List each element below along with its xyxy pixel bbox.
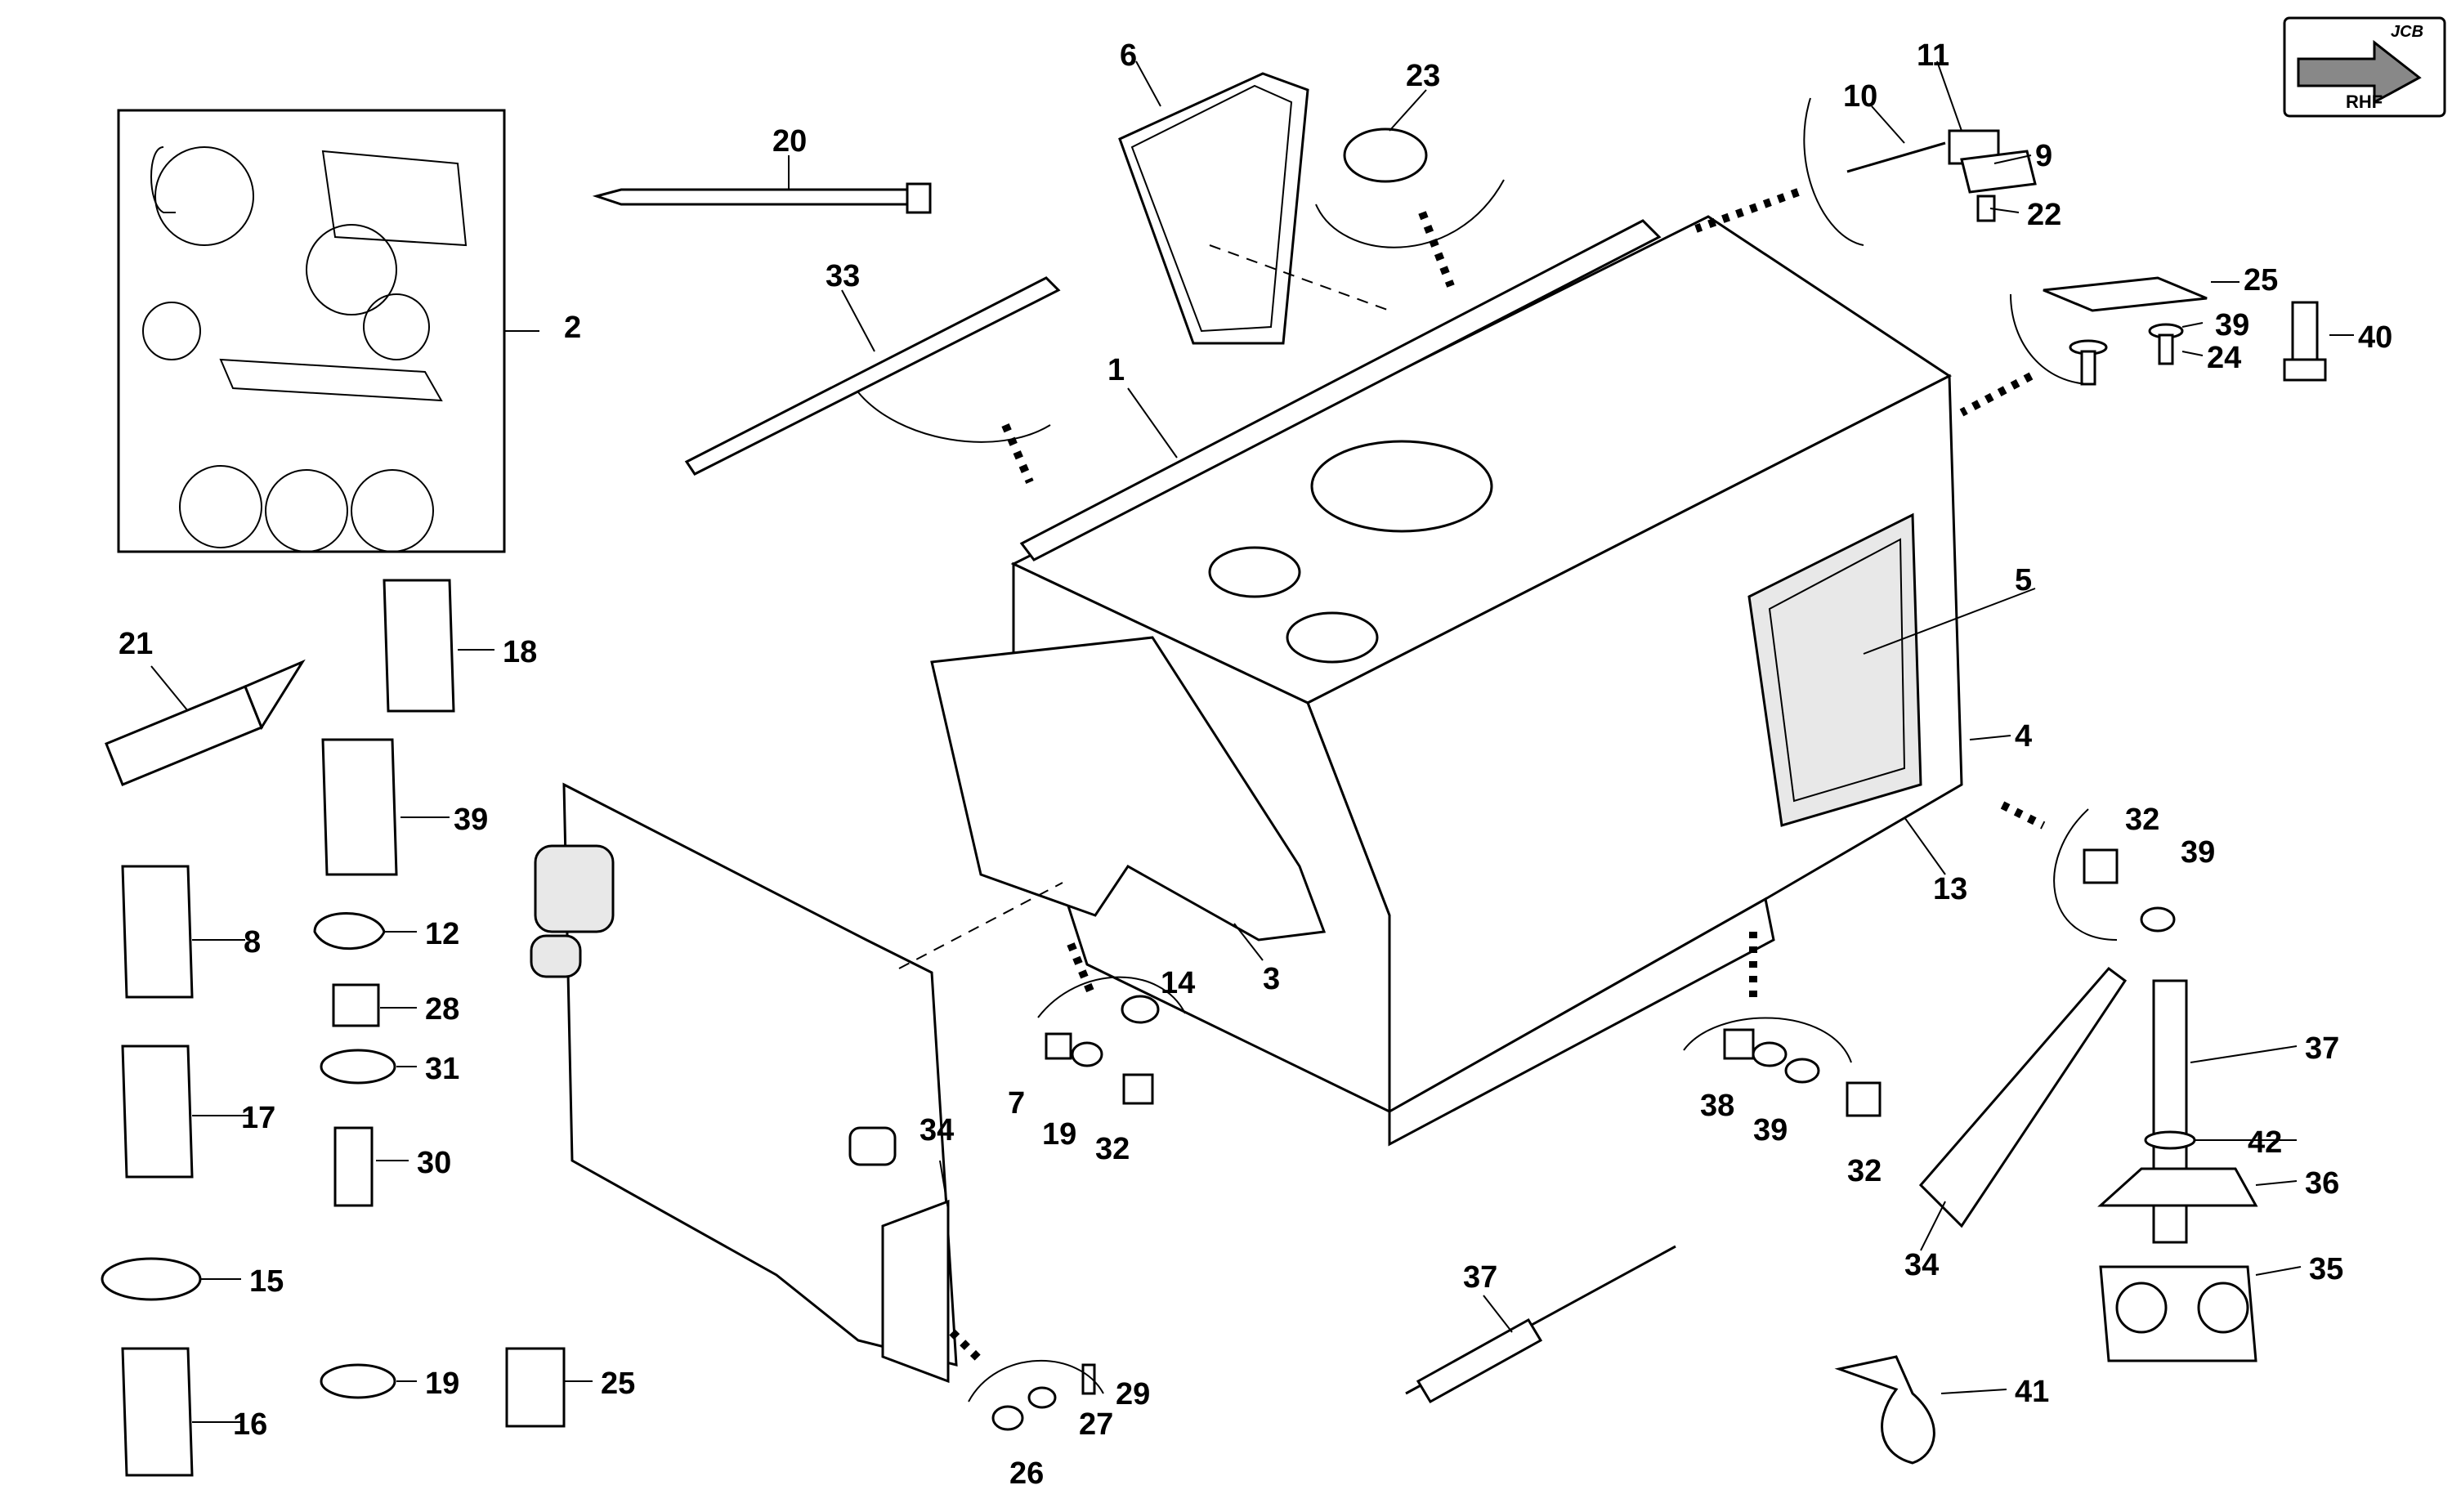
callout-30: 30: [417, 1146, 451, 1180]
clamp-assembly: [2097, 979, 2258, 1362]
callout-35: 35: [2309, 1252, 2343, 1286]
callout-40: 40: [2358, 320, 2392, 355]
callout-28: 28: [425, 992, 459, 1027]
callout-25a: 25: [2244, 263, 2278, 297]
direction-arrow-icon: [2297, 39, 2422, 105]
orientation-label: RHF: [2346, 92, 2383, 112]
callout-25b: 25: [601, 1367, 635, 1401]
callout-41: 41: [2015, 1375, 2049, 1409]
callout-32a: 32: [1095, 1132, 1130, 1166]
kit-inset-box: [117, 109, 539, 553]
callout-34b: 34: [1904, 1248, 1939, 1282]
callout-10: 10: [1843, 79, 1877, 114]
callout-32b: 32: [2125, 803, 2159, 837]
rubber-profiles: [121, 579, 455, 1477]
plug: [1343, 127, 1428, 183]
callout-39a: 39: [2215, 308, 2249, 342]
callout-34a: 34: [920, 1113, 954, 1147]
callout-37a: 37: [2305, 1031, 2339, 1066]
callout-1: 1: [1107, 353, 1125, 387]
callout-13: 13: [1933, 872, 1967, 906]
brand-logo: JCB: [2391, 23, 2423, 41]
callout-31: 31: [425, 1052, 459, 1086]
callout-17: 17: [241, 1101, 275, 1135]
callout-33: 33: [826, 259, 860, 293]
callout-4: 4: [2015, 719, 2032, 754]
assembly-arcs: [857, 97, 2118, 1402]
callout-19a: 19: [1042, 1117, 1076, 1152]
cab-body: [930, 215, 1963, 1147]
latch-plate-fasteners: [2043, 276, 2327, 386]
sealant-tube: [105, 659, 306, 786]
callout-7: 7: [1008, 1086, 1025, 1121]
callout-6: 6: [1120, 38, 1137, 73]
callout-27: 27: [1079, 1407, 1113, 1442]
rear-guard-panel: [530, 782, 958, 1384]
seal-strip: [684, 276, 1061, 476]
p-clip: [1834, 1355, 1935, 1465]
support-bracket: [1918, 966, 2128, 1228]
callout-20: 20: [772, 124, 807, 159]
callout-29: 29: [1116, 1377, 1150, 1411]
callout-26: 26: [1009, 1456, 1044, 1491]
callout-39b: 39: [454, 803, 488, 837]
callout-2: 2: [564, 311, 581, 345]
callout-15: 15: [249, 1264, 284, 1299]
callout-23: 23: [1406, 59, 1440, 93]
callout-32c: 32: [1847, 1154, 1882, 1188]
callout-14: 14: [1161, 966, 1195, 1000]
small-hardware: [101, 912, 566, 1428]
callout-39c: 39: [2181, 835, 2215, 870]
callout-24: 24: [2207, 341, 2241, 375]
leader-lines: [150, 60, 2354, 1423]
callout-5: 5: [2015, 563, 2032, 597]
gas-strut: [1405, 1245, 1676, 1404]
callout-16: 16: [233, 1407, 267, 1442]
callout-42: 42: [2248, 1125, 2282, 1160]
callout-21: 21: [119, 627, 153, 661]
fastener-groups: [991, 848, 2176, 1431]
orientation-badge: JCB RHF: [2283, 16, 2446, 118]
callout-12: 12: [425, 917, 459, 951]
callout-3: 3: [1263, 962, 1280, 996]
cable-tie: [592, 182, 932, 214]
callout-37b: 37: [1463, 1260, 1497, 1295]
callout-8: 8: [244, 925, 261, 960]
hinge-assembly: [1846, 129, 2037, 222]
callout-11: 11: [1917, 38, 1949, 73]
callout-38: 38: [1700, 1089, 1734, 1123]
callout-9: 9: [2035, 139, 2052, 173]
callout-22: 22: [2027, 198, 2061, 232]
callout-19b: 19: [425, 1367, 459, 1401]
callout-18: 18: [503, 635, 537, 669]
callout-labels: 1 2 3 4 5 6 7 8 9 10 11 12 13 14 15 16 1…: [119, 38, 2392, 1491]
door-glass: [1118, 72, 1309, 345]
callout-39d: 39: [1753, 1113, 1788, 1147]
callout-36: 36: [2305, 1166, 2339, 1201]
